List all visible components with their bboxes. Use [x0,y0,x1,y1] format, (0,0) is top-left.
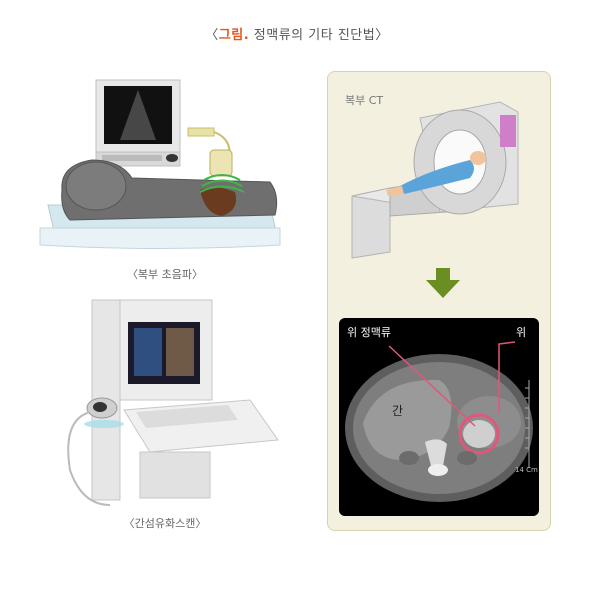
title-bracket-close: 〉 [375,28,389,43]
title-accent: 그림. [218,28,250,43]
ct-label: 복부 CT [345,94,384,107]
title-main: 정맥류의 기타 진단법 [249,28,376,43]
figure-title: 〈그림. 정맥류의 기타 진단법〉 [0,24,594,43]
title-bracket-open: 〈 [205,28,219,43]
varix-label: 위 정맥류 [347,326,391,339]
ct-scan-image: 위 정맥류 위 간 14 Cm [339,318,539,516]
fibroscan-caption: 〈간섬유화스캔〉 [123,517,207,530]
ultrasound-caption: 〈복부 초음파〉 [126,268,204,281]
stomach-label: 위 [516,326,527,339]
scale-label: 14 Cm [515,466,538,474]
liver-label: 간 [392,404,404,418]
ct-scan-graphic [345,341,533,502]
